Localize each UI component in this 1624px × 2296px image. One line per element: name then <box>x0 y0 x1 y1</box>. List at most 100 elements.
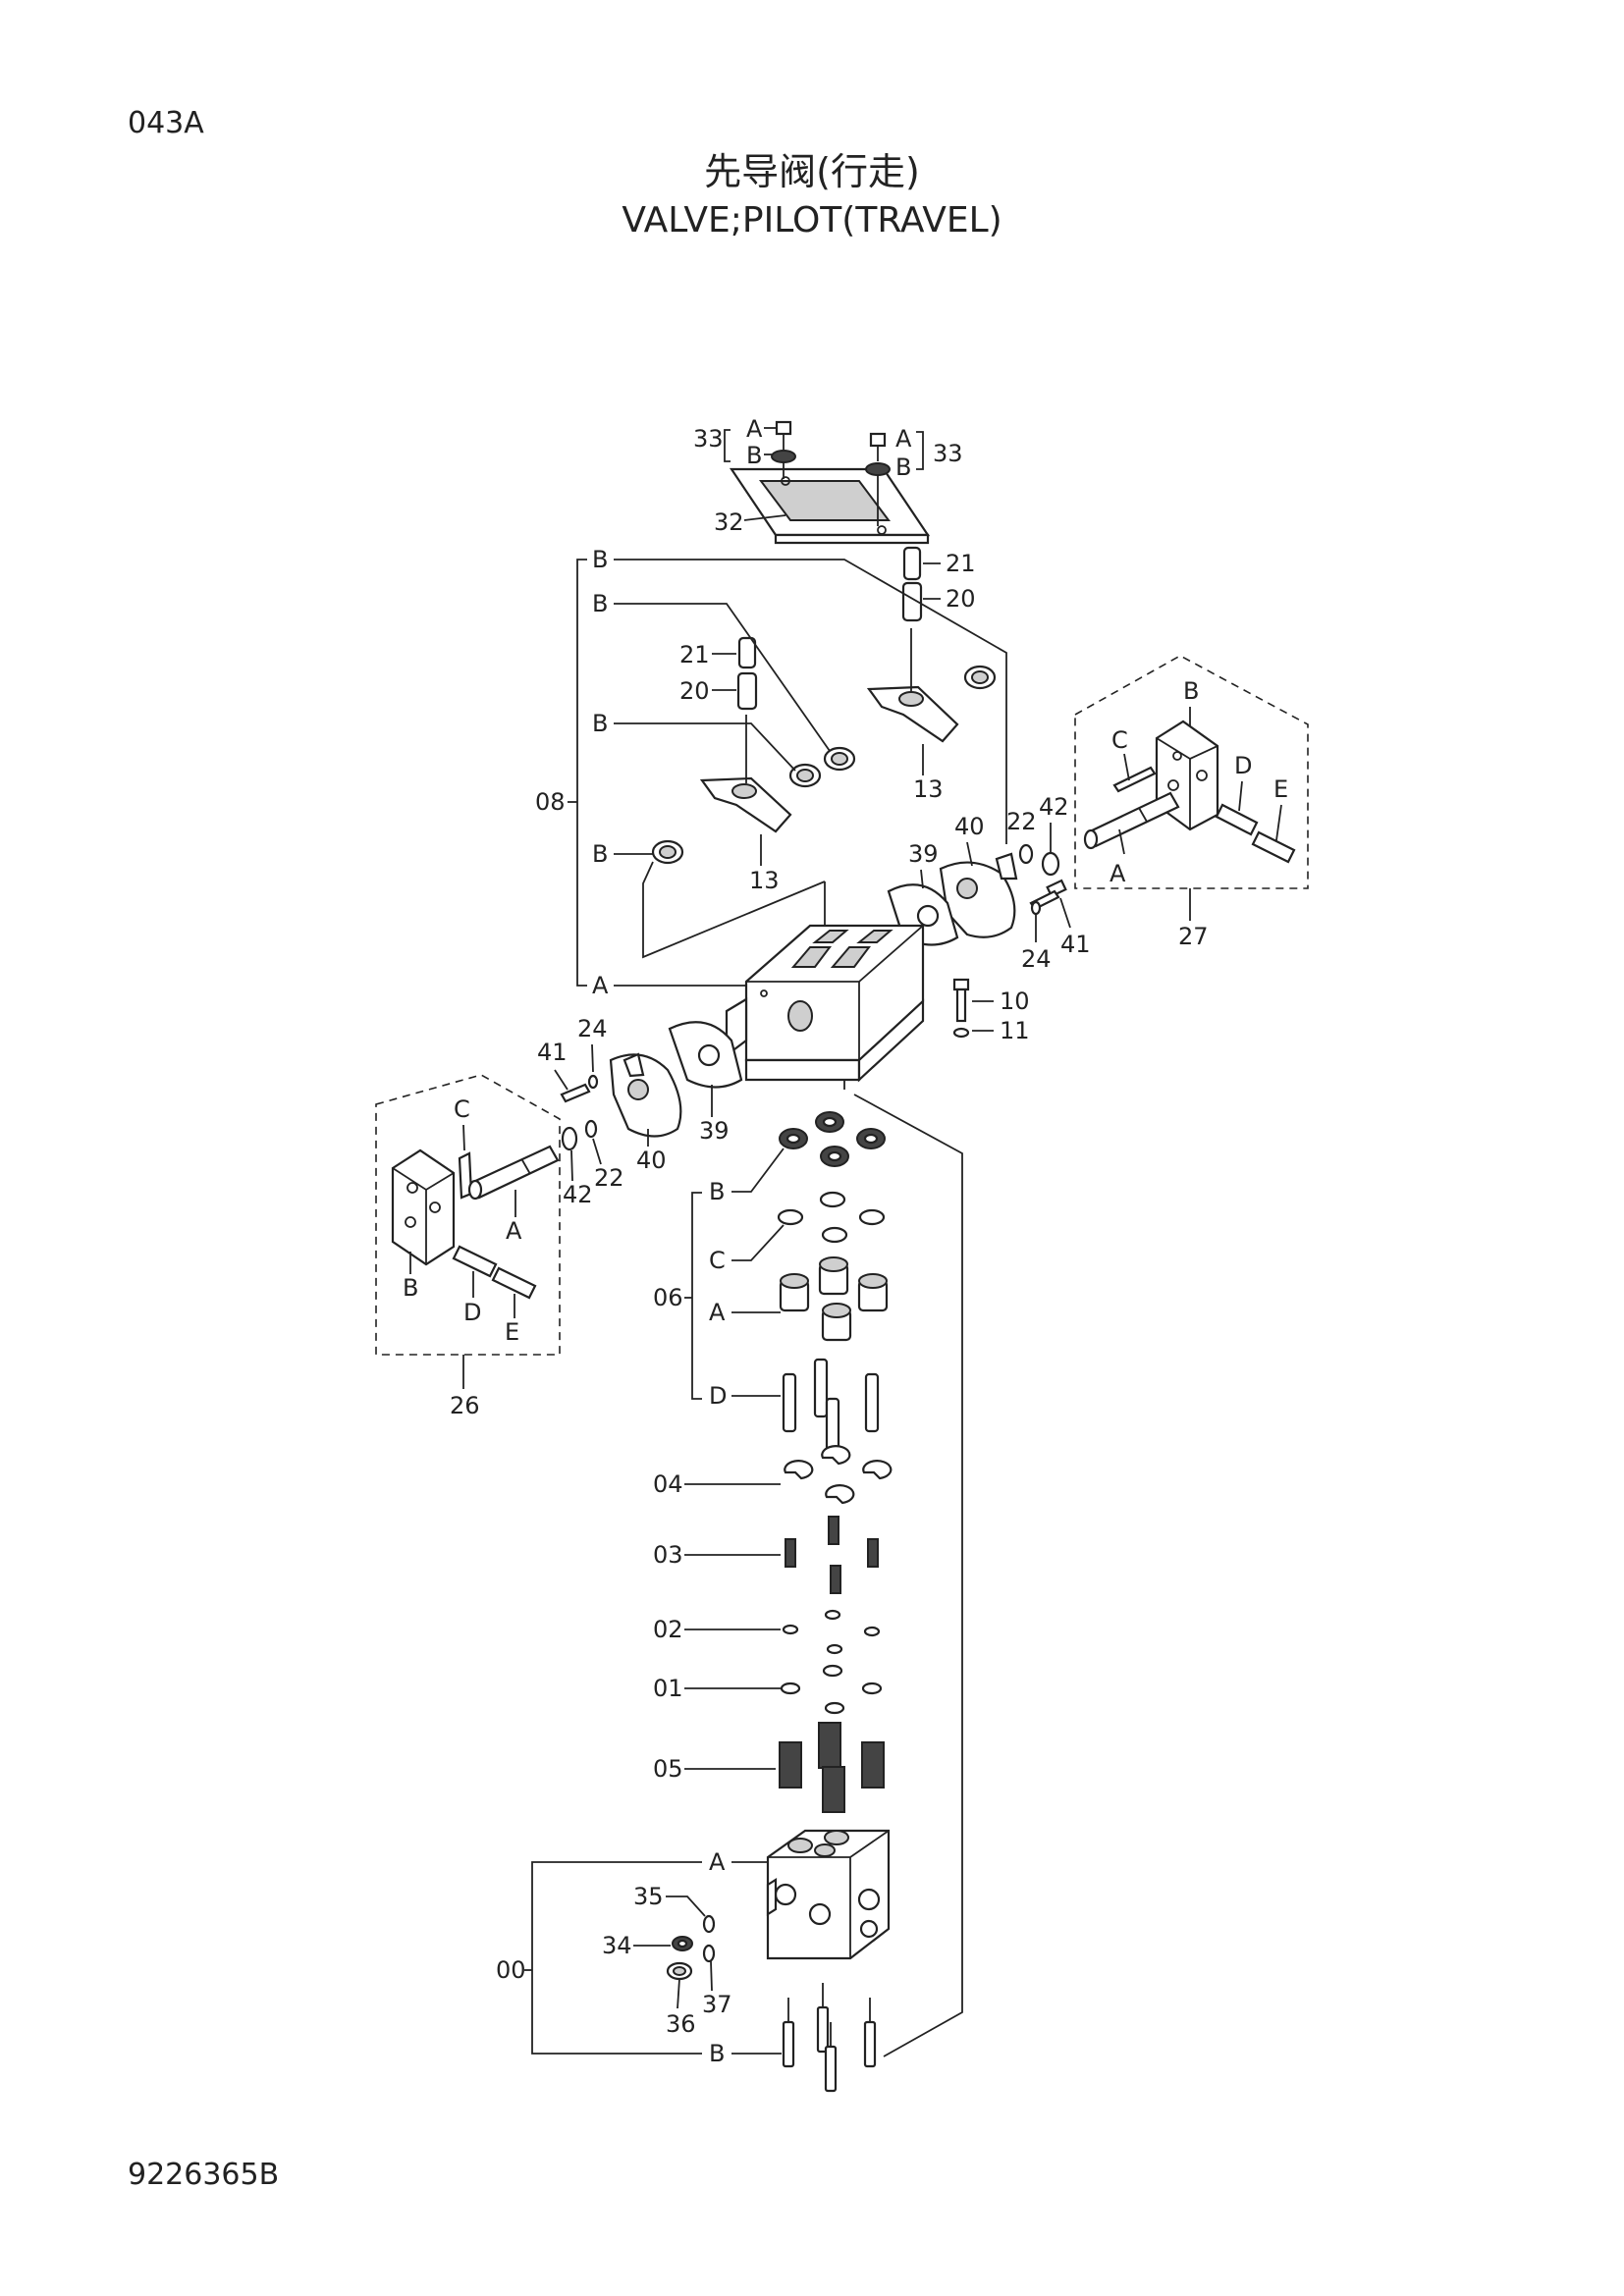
label-33-right: 33 <box>933 440 963 467</box>
label-26-b: B <box>403 1274 418 1302</box>
label-26-e: E <box>505 1318 519 1346</box>
seats-01 <box>780 1664 883 1715</box>
oring-37 <box>702 1944 716 1963</box>
washer-11 <box>952 1027 970 1039</box>
upper-housing <box>725 924 925 1090</box>
label-00: 00 <box>496 1956 526 1984</box>
label-01: 01 <box>653 1675 683 1702</box>
label-24-right: 24 <box>1021 945 1052 973</box>
plugs-a <box>779 1256 889 1342</box>
title-chinese: 先导阀(行走) <box>704 150 920 193</box>
screw-33-right <box>865 432 891 526</box>
pin-21-left <box>737 636 757 669</box>
label-32: 32 <box>714 508 744 536</box>
label-20-left: 20 <box>679 677 710 705</box>
oring-42-right <box>1041 851 1060 877</box>
label-26-a: A <box>506 1217 522 1245</box>
label-26: 26 <box>450 1392 480 1419</box>
pin-21-upper <box>902 546 922 581</box>
page-code: 043A <box>128 106 204 140</box>
label-27-e: E <box>1273 775 1288 803</box>
label-37: 37 <box>702 1991 732 2018</box>
label-08-b3: B <box>592 710 608 737</box>
label-33-a-right: A <box>895 425 912 453</box>
label-06: 06 <box>653 1284 683 1311</box>
label-06-d: D <box>709 1382 727 1410</box>
label-13-left: 13 <box>749 867 780 894</box>
springs-03 <box>785 1516 879 1594</box>
cam-arm-13-left <box>699 715 792 833</box>
pushers-d <box>782 1358 880 1458</box>
plug-34 <box>672 1936 693 1951</box>
label-24-left: 24 <box>577 1015 608 1042</box>
washer-24-right <box>1030 900 1042 916</box>
label-33-b-left: B <box>746 442 762 469</box>
seals-b <box>779 1111 886 1167</box>
label-08-a: A <box>592 972 609 999</box>
springs-05 <box>779 1722 885 1813</box>
plate-b-26 <box>391 1148 456 1266</box>
label-27-b: B <box>1183 677 1199 705</box>
screw-41-left <box>560 1083 591 1103</box>
label-22-left: 22 <box>594 1164 624 1192</box>
label-21-upper: 21 <box>946 550 976 577</box>
cam-plate-40-left <box>609 1052 682 1138</box>
lower-housing <box>766 1829 891 1960</box>
bushing-b-4 <box>651 839 684 865</box>
label-06-a: A <box>709 1299 726 1326</box>
plug-36 <box>666 1961 693 1981</box>
shaft-a-27 <box>1083 791 1180 850</box>
label-42-left: 42 <box>563 1181 593 1208</box>
pin-20-upper <box>901 581 923 622</box>
label-27-d: D <box>1234 752 1252 779</box>
label-03: 03 <box>653 1541 683 1569</box>
label-06-b: B <box>709 1178 725 1205</box>
label-26-d: D <box>463 1299 481 1326</box>
retainers-04 <box>784 1445 893 1505</box>
label-40-right: 40 <box>954 813 985 840</box>
bushing-b-1 <box>963 665 997 690</box>
screw-10 <box>952 978 970 1023</box>
label-42-right: 42 <box>1039 793 1069 821</box>
label-10: 10 <box>1000 988 1030 1015</box>
pin-e-27 <box>1251 830 1296 864</box>
label-13-right: 13 <box>913 775 944 803</box>
label-36: 36 <box>666 2010 696 2038</box>
pin-d-26 <box>452 1245 498 1278</box>
oring-22-right <box>1018 843 1034 865</box>
label-35: 35 <box>633 1883 664 1910</box>
label-20-upper: 20 <box>946 585 976 613</box>
label-00-a: A <box>709 1848 726 1876</box>
label-39-right: 39 <box>908 840 939 868</box>
shaft-a-26 <box>467 1145 560 1201</box>
label-34: 34 <box>602 1932 632 1959</box>
cover-plate-32 <box>729 467 931 545</box>
pin-20-left <box>736 671 758 711</box>
label-05: 05 <box>653 1755 683 1783</box>
label-21-left: 21 <box>679 641 710 668</box>
pin-c-27 <box>1112 766 1157 793</box>
label-27: 27 <box>1178 923 1209 950</box>
label-41-right: 41 <box>1060 931 1091 958</box>
oring-42-left <box>561 1126 578 1151</box>
washers-c <box>777 1191 886 1244</box>
label-41-left: 41 <box>537 1039 568 1066</box>
label-08-b1: B <box>592 546 608 573</box>
label-27-c: C <box>1111 726 1128 754</box>
label-08-b2: B <box>592 590 608 617</box>
gasket-39-left <box>668 1021 743 1089</box>
pin-e-26 <box>491 1266 537 1300</box>
bushing-b-2 <box>823 746 856 772</box>
label-08-b4: B <box>592 840 608 868</box>
label-08: 08 <box>535 788 566 816</box>
label-33-a-left: A <box>746 415 763 443</box>
label-02: 02 <box>653 1616 683 1643</box>
label-39-left: 39 <box>699 1117 730 1145</box>
label-04: 04 <box>653 1470 683 1498</box>
oring-35 <box>702 1914 716 1934</box>
oring-22-left <box>584 1119 598 1139</box>
label-22-right: 22 <box>1006 808 1037 835</box>
label-26-c: C <box>454 1095 470 1123</box>
title-block: 先导阀(行走) VALVE;PILOT(TRAVEL) <box>0 147 1624 245</box>
